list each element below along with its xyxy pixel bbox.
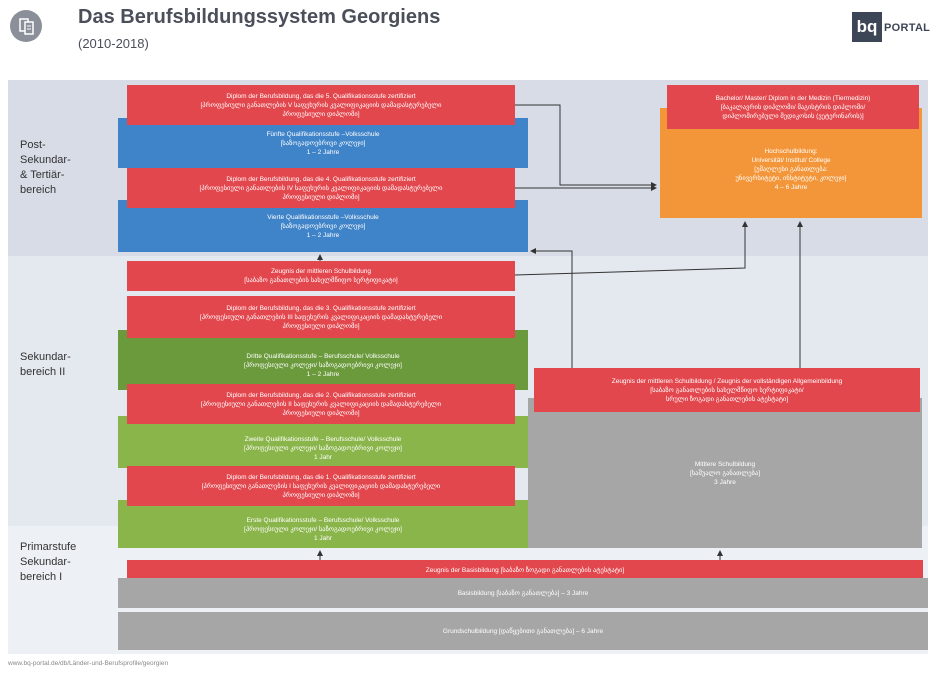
- level-label-line: Sekundar-: [20, 351, 71, 363]
- mittlere-schulbildung-box: Mittlere Schulbildung[საშუალო განათლება]…: [528, 398, 922, 548]
- box-text-line: [პროფესიული კოლეჯი/ საზოგადოებრივი კოლეჯ…: [244, 525, 402, 533]
- box-text-line: [პროფესიული განათლების IV საფეხურის კვალ…: [199, 184, 443, 192]
- box-text-line: Erste Qualifikationsstufe – Berufsschule…: [246, 516, 400, 524]
- bachelor-box: Bachelor/ Master/ Diplom in der Medizin …: [667, 85, 919, 129]
- dipl4-box: Diplom der Berufsbildung, das die 4. Qua…: [127, 168, 515, 208]
- box-text-line: [საშუალო განათლება]: [689, 469, 761, 477]
- box-text-line: Diplom der Berufsbildung, das die 2. Qua…: [226, 391, 416, 399]
- box-text-line: Mittlere Schulbildung: [694, 460, 756, 468]
- box-text-line: [საზოგადოებრივი კოლეჯი]: [280, 222, 366, 230]
- level-label-line: Primarstufe: [20, 541, 77, 553]
- level-label-line: Sekundar-: [20, 154, 71, 166]
- box-text-line: Diplom der Berufsbildung, das die 1. Qua…: [226, 473, 416, 481]
- box-text-line: 4 – 6 Jahre: [774, 183, 808, 191]
- box-text-line: დიპლომირებული მედიკოსის (ვეტერინარის)]: [722, 112, 864, 120]
- box-text-line: Fünfte Qualifikationsstufe –Volksschule: [266, 130, 380, 138]
- zeugnis-mittel-box: Zeugnis der mittleren Schulbildung [საბაზ…: [127, 261, 515, 291]
- level-label-line: bereich: [20, 184, 57, 196]
- box-text-line: Zeugnis der mittleren Schulbildung / Zeu…: [611, 377, 843, 385]
- box-text-line: Vierte Qualifikationsstufe –Volksschule: [267, 213, 379, 221]
- level-label-tertiary: Post- Sekundar- & Tertiär- bereich: [20, 138, 71, 198]
- zeugnis-basis-box: Zeugnis der Basisbildung [საბაზო ზოგადი …: [127, 560, 923, 580]
- box-text-line: პროფესიული დიპლომი]: [282, 193, 360, 201]
- level-label-primary: Primarstufe Sekundar- bereich I: [20, 540, 76, 585]
- box-text-line: 1 Jahr: [313, 534, 333, 542]
- document-icon: [19, 18, 34, 35]
- logo-text: PORTAL: [884, 22, 931, 34]
- box-text-line: პროფესიული დიპლომი]: [282, 409, 360, 417]
- box-text-line: [პროფესიული კოლეჯი/ საზოგადოებრივი კოლეჯ…: [244, 444, 402, 452]
- box-text-line: [ბაკალავრის დიპლომი/ მაგისტრის დიპლომი/: [720, 103, 866, 111]
- box-text-line: 1 – 2 Jahre: [306, 231, 340, 239]
- page-subtitle: (2010-2018): [78, 36, 149, 51]
- level-label-secondary2: Sekundar- bereich II: [20, 350, 71, 380]
- box-text-line: 3 Jahre: [714, 478, 736, 486]
- box-text-line: პროფესიული დიპლომი]: [282, 491, 360, 499]
- stufe1-box: Erste Qualifikationsstufe – Berufsschule…: [118, 500, 528, 548]
- box-text-line: Dritte Qualifikationsstufe – Berufsschul…: [246, 352, 400, 360]
- box-text-line: [პროფესიული განათლების I საფეხურის კვალი…: [201, 482, 441, 490]
- box-text-line: [უმაღლესი განათლება:: [754, 165, 828, 173]
- footer-url[interactable]: www.bq-portal.de/db/Länder-und-Berufspro…: [8, 660, 169, 667]
- box-text-line: Diplom der Berufsbildung, das die 3. Qua…: [226, 304, 416, 312]
- dipl2-box: Diplom der Berufsbildung, das die 2. Qua…: [127, 384, 515, 424]
- level-label-line: bereich II: [20, 366, 66, 378]
- box-text-line: Diplom der Berufsbildung, das die 4. Qua…: [226, 175, 416, 183]
- box-text-line: [საბაზო განათლების სახელმწიფო სერტიფიკატ…: [650, 386, 804, 394]
- zeugnis-allgemein-box: Zeugnis der mittleren Schulbildung / Zeu…: [534, 368, 920, 412]
- header-icon: [10, 10, 42, 42]
- box-text-line: Diplom der Berufsbildung, das die 5. Qua…: [226, 92, 416, 100]
- box-text-line: [საზოგადოებრივი კოლეჯი]: [280, 139, 366, 147]
- box-text-line: Basisbildung [საბაზო განათლება] – 3 Jahr…: [457, 589, 589, 597]
- page-title: Das Berufsbildungssystem Georgiens: [78, 6, 441, 28]
- dipl3-box: Diplom der Berufsbildung, das die 3. Qua…: [127, 296, 515, 338]
- box-text-line: Hochschulbildung:: [764, 147, 818, 155]
- stufe4-box: Vierte Qualifikationsstufe –Volksschule[…: [118, 200, 528, 252]
- level-label-line: & Tertiär-: [20, 169, 65, 181]
- box-text-line: Grundschulbildung [დაწყებითი განათლება] …: [442, 627, 604, 635]
- brand-logo: bq PORTAL: [852, 12, 932, 46]
- box-text-line: 1 – 2 Jahre: [306, 148, 340, 156]
- level-label-line: bereich I: [20, 571, 63, 583]
- box-text-line: Zweite Qualifikationsstufe – Berufsschul…: [244, 435, 402, 443]
- logo-mark: bq: [852, 12, 882, 42]
- box-text-line: Zeugnis der mittleren Schulbildung: [270, 268, 372, 275]
- level-label-line: Post-: [20, 139, 46, 151]
- box-text-line: პროფესიული დიპლომი]: [282, 110, 360, 118]
- stufe2-box: Zweite Qualifikationsstufe – Berufsschul…: [118, 416, 528, 468]
- box-text-line: [საბაზო განათლების სახელმწიფო სერტიფიკატ…: [244, 277, 398, 284]
- box-text-line: [პროფესიული კოლეჯი/ საზოგადოებრივი კოლეჯ…: [244, 361, 402, 369]
- box-text-line: Zeugnis der Basisbildung [საბაზო ზოგადი …: [425, 566, 625, 574]
- box-text-line: 1 – 2 Jahre: [306, 370, 340, 378]
- basisbildung-box: Basisbildung [საბაზო განათლება] – 3 Jahr…: [118, 578, 928, 608]
- level-label-line: Sekundar-: [20, 556, 71, 568]
- box-text-line: [პროფესიული განათლების II საფეხურის კვალ…: [200, 400, 442, 408]
- dipl1-box: Diplom der Berufsbildung, das die 1. Qua…: [127, 466, 515, 506]
- box-text-line: სრული ზოგადი განათლების ატესტატი]: [665, 395, 789, 403]
- grundschulbildung-box: Grundschulbildung [დაწყებითი განათლება] …: [118, 612, 928, 650]
- box-text-line: უნივერსიტეტი, ინსტიტუტი, კოლეჯი]: [735, 174, 847, 182]
- box-text-line: პროფესიული დიპლომი]: [282, 322, 360, 330]
- stufe3-box: Dritte Qualifikationsstufe – Berufsschul…: [118, 330, 528, 390]
- box-text-line: Universität/ Institut/ College: [751, 156, 831, 164]
- stufe5-box: Fünfte Qualifikationsstufe –Volksschule[…: [118, 118, 528, 168]
- dipl5-box: Diplom der Berufsbildung, das die 5. Qua…: [127, 85, 515, 125]
- box-text-line: [პროფესიული განათლების III საფეხურის კვა…: [199, 313, 443, 321]
- box-text-line: Bachelor/ Master/ Diplom in der Medizin …: [715, 94, 871, 102]
- box-text-line: 1 Jahr: [313, 453, 333, 461]
- box-text-line: [პროფესიული განათლების V საფეხურის კვალი…: [200, 101, 442, 109]
